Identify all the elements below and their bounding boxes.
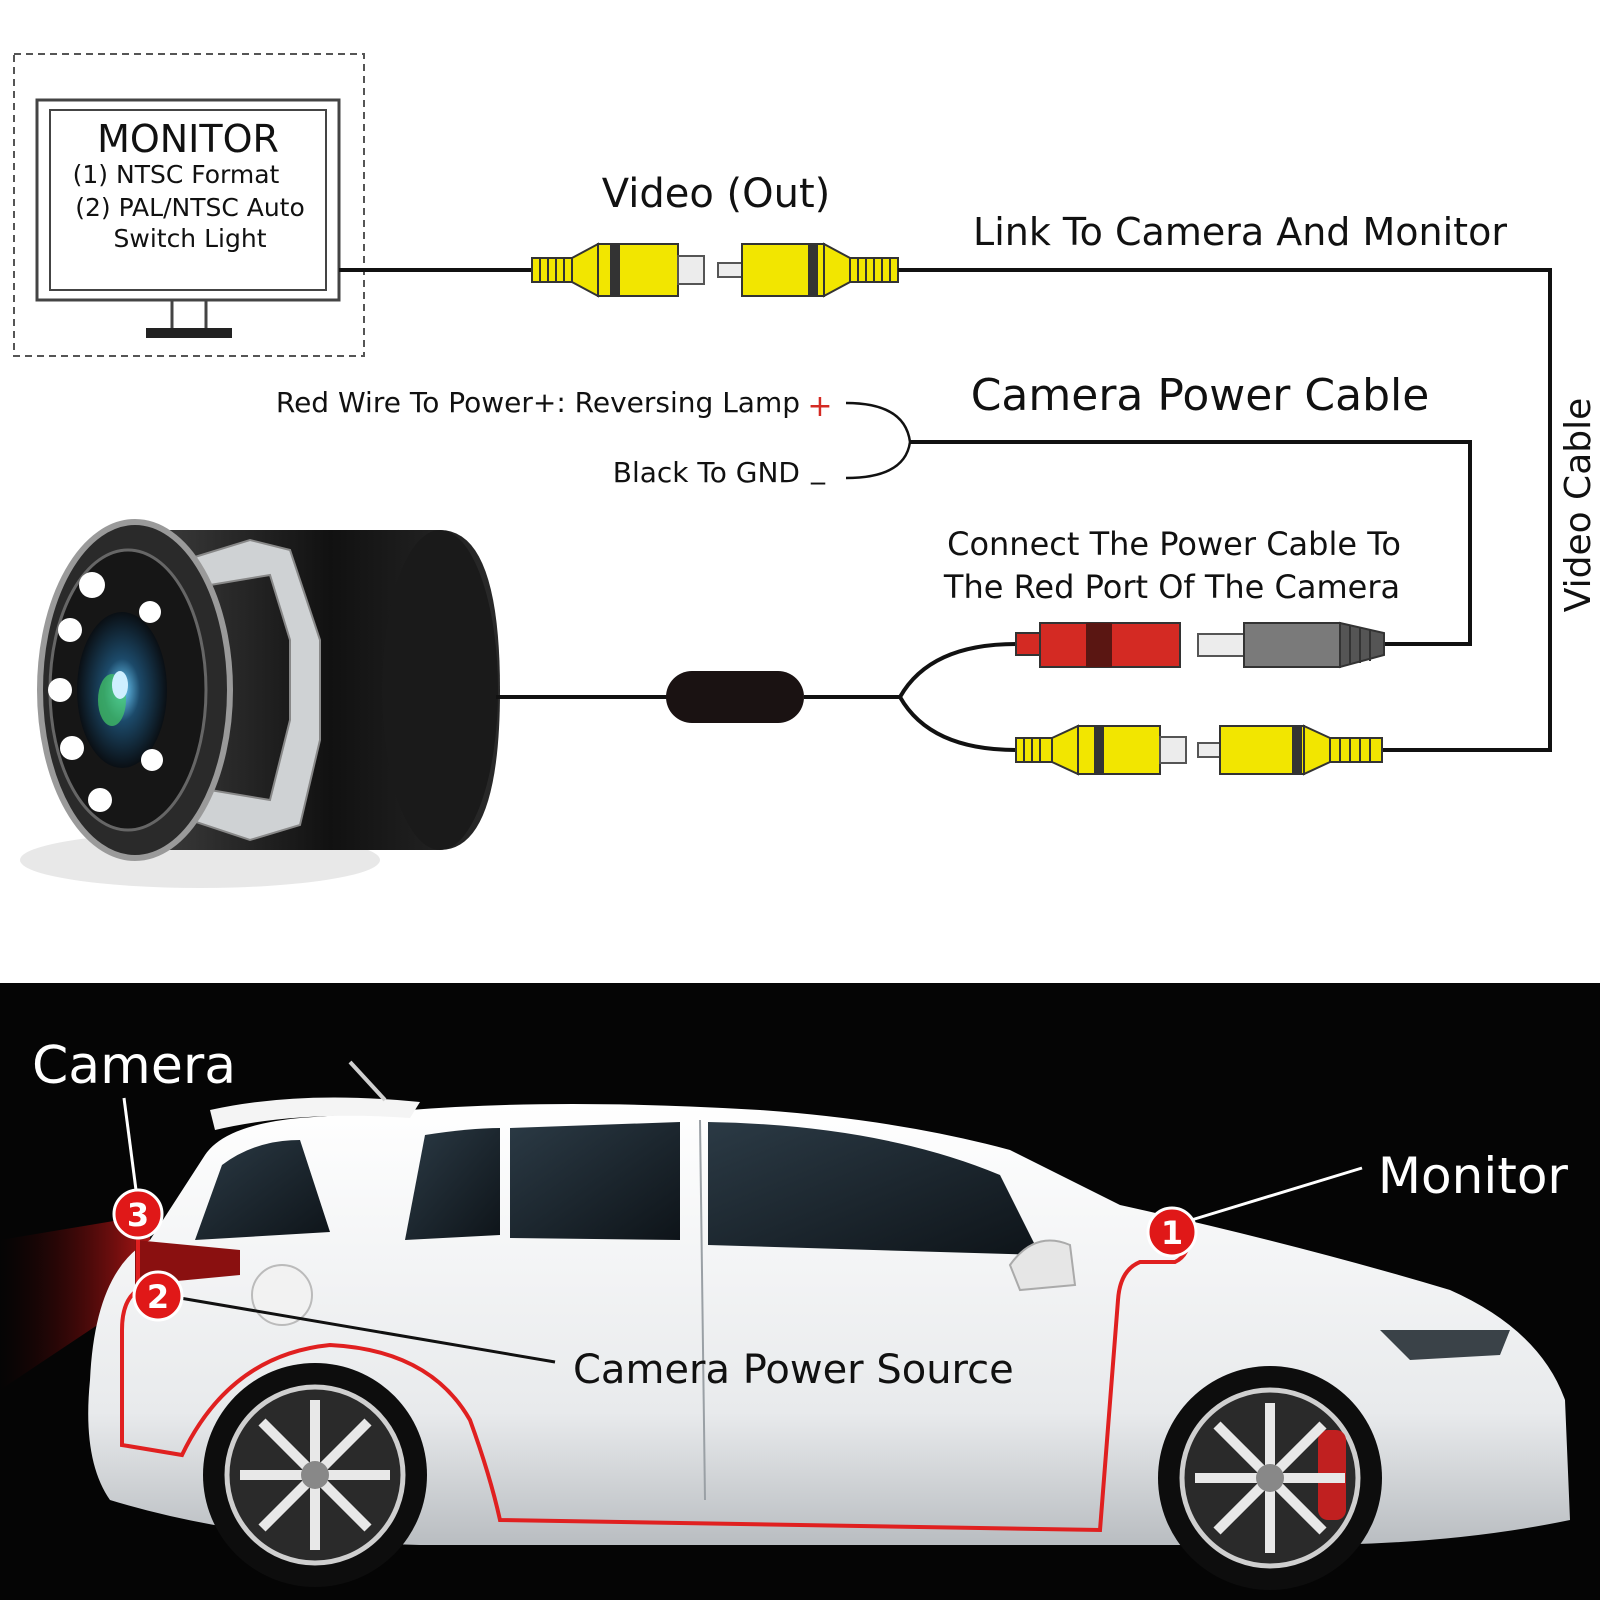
camera-label: Camera — [32, 1036, 236, 1096]
camera-yellow-rca — [1015, 724, 1187, 776]
camera-red-rca — [1015, 622, 1181, 668]
red-wire-label: Red Wire To Power+: Reversing Lamp — [276, 386, 800, 419]
power-source-label: Camera Power Source — [573, 1347, 1014, 1393]
video-cable-label: Video Cable — [1558, 398, 1599, 613]
car-window-rear — [405, 1128, 500, 1240]
video-cable-line — [898, 268, 1552, 752]
rear-wheel — [203, 1363, 427, 1587]
monitor-screen-inner — [49, 109, 327, 291]
camera-pointer-line — [122, 1097, 138, 1191]
camera-split-upper — [898, 642, 1017, 698]
car-antenna — [348, 1060, 387, 1102]
marker-3: 3 — [112, 1188, 164, 1240]
video-out-label: Video (Out) — [602, 171, 831, 217]
car-window-back-door — [510, 1122, 680, 1240]
car-panel: 1 2 3 Camera Monitor Camera Power Source — [0, 983, 1600, 1600]
monitor-neck — [170, 298, 208, 332]
camera-body — [20, 519, 500, 888]
door-seam — [699, 1119, 706, 1501]
monitor-stand — [146, 328, 232, 338]
power-cable-line — [910, 440, 1472, 646]
monitor-title: MONITOR — [97, 117, 279, 161]
power-split-wires — [845, 401, 912, 480]
cable-yellow-rca — [1197, 724, 1383, 776]
monitor-dashed-frame — [13, 53, 365, 357]
black-wire-label: Black To GND — [613, 456, 800, 489]
camera-split-lower — [898, 696, 1017, 752]
video-out-rca-male — [531, 242, 705, 298]
car-rear-glass — [195, 1140, 330, 1240]
minus-sign: _ — [810, 452, 826, 485]
headlight — [1380, 1330, 1510, 1360]
car-window-front-door — [708, 1122, 1040, 1255]
monitor-line-2: (2) PAL/NTSC Auto — [75, 193, 305, 222]
marker-2-text: 2 — [147, 1278, 169, 1316]
marker-2: 2 — [132, 1270, 184, 1322]
monitor-unit: MONITOR (1) NTSC Format (2) PAL/NTSC Aut… — [13, 53, 365, 357]
front-wheel — [1158, 1366, 1382, 1590]
video-out-rca-female — [717, 242, 899, 298]
link-label: Link To Camera And Monitor — [973, 210, 1507, 254]
tail-light-glow — [0, 1215, 150, 1390]
connect-line-1: Connect The Power Cable To — [947, 525, 1401, 563]
monitor-line-1: (1) NTSC Format — [73, 160, 280, 189]
fuel-cap — [251, 1264, 313, 1326]
power-gray-connector — [1197, 621, 1385, 669]
marker-1-text: 1 — [1161, 1214, 1183, 1252]
plus-sign: + — [807, 389, 832, 424]
side-mirror — [1008, 1239, 1077, 1292]
power-source-pointer-line — [179, 1296, 556, 1364]
monitor-pointer-line — [1174, 1166, 1363, 1227]
red-wiring-route — [120, 1226, 1193, 1533]
power-cable-label: Camera Power Cable — [971, 370, 1430, 421]
marker-3-text: 3 — [127, 1196, 149, 1234]
car-spoiler — [210, 1097, 420, 1130]
inline-filter-box — [666, 671, 804, 723]
monitor-label: Monitor — [1378, 1147, 1569, 1205]
marker-1: 1 — [1146, 1206, 1198, 1258]
monitor-line-3: Switch Light — [114, 224, 267, 253]
connect-line-2: The Red Port Of The Camera — [943, 568, 1400, 606]
